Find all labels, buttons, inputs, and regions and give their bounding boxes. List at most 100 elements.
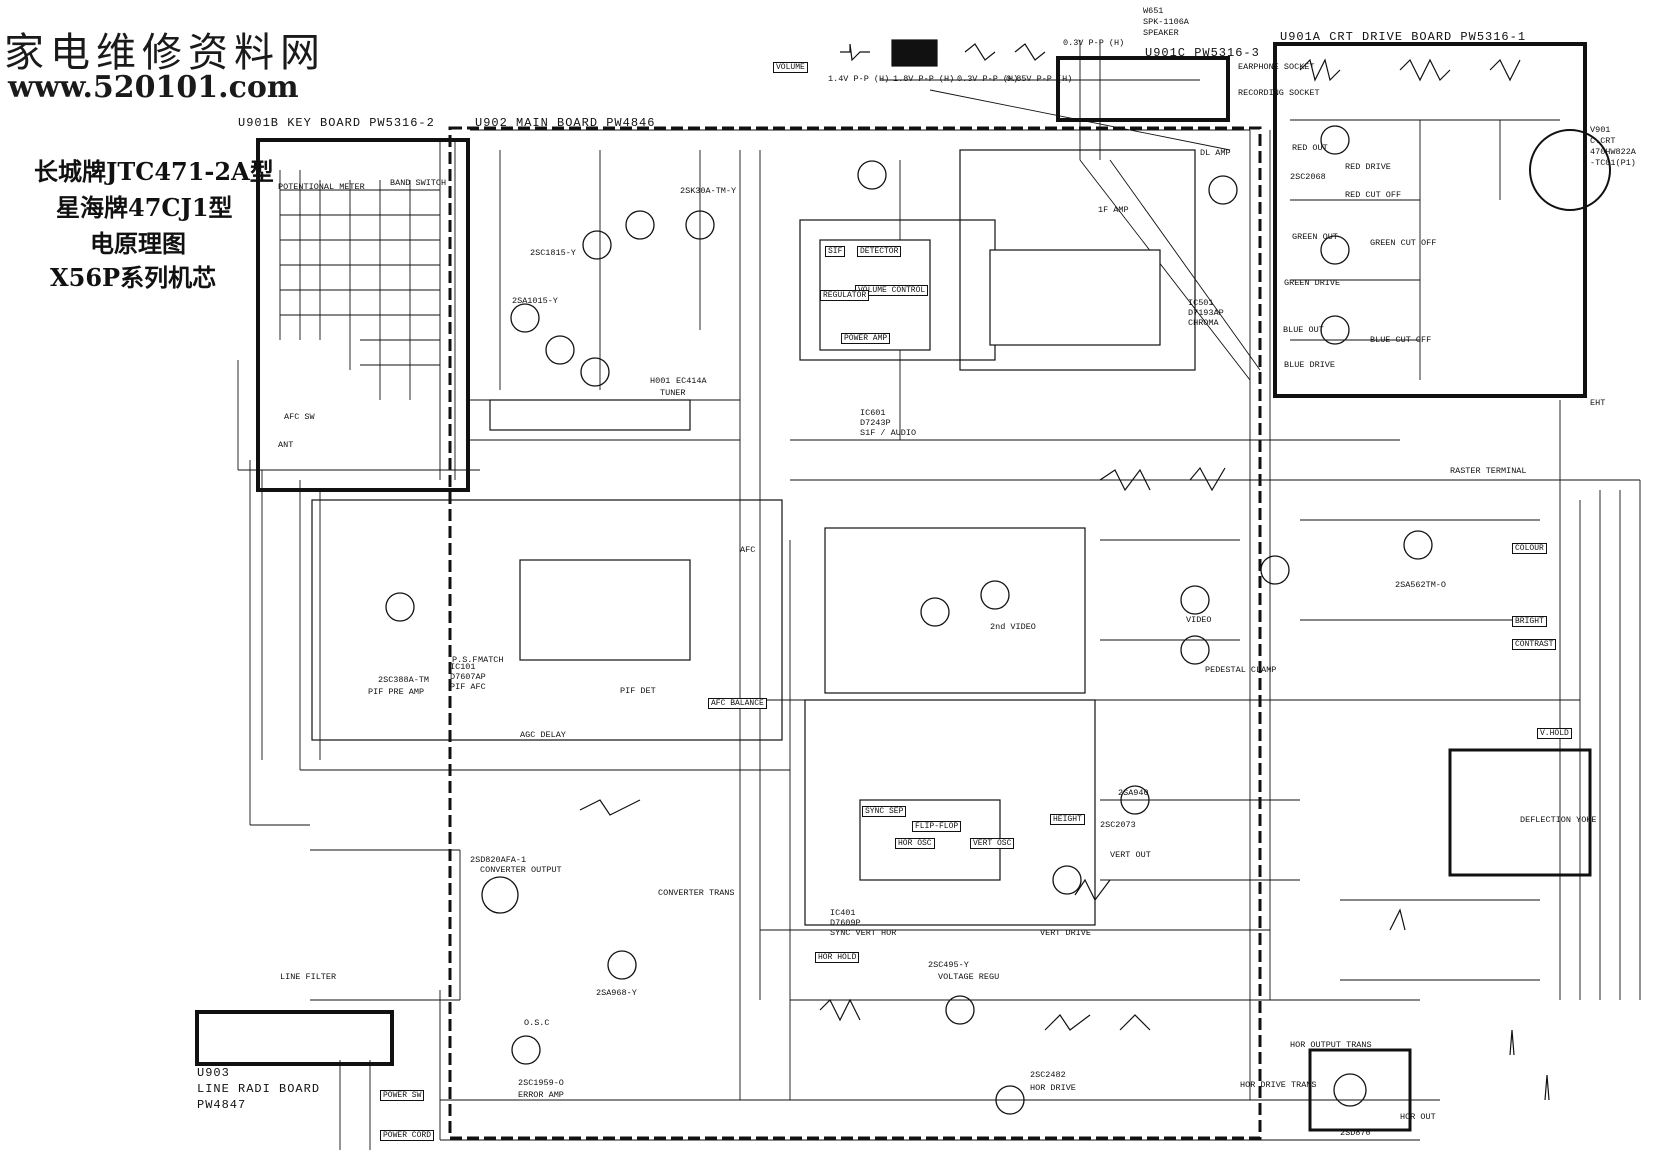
function-label: DL AMP <box>1200 148 1231 158</box>
function-label: POWER SW <box>380 1090 425 1101</box>
ic501-ref: IC501 <box>1188 298 1214 308</box>
ic101-body <box>519 559 691 661</box>
function-label: VOLTAGE REGU <box>938 972 1000 982</box>
function-label: FLIP-FLOP <box>912 821 962 832</box>
function-label: CONVERTER TRANS <box>658 888 735 898</box>
transistor-part: 2SA1015-Y <box>512 296 558 306</box>
crt-model: 470HW822A <box>1590 147 1636 157</box>
function-label: 2nd VIDEO <box>990 622 1036 632</box>
function-label: V.HOLD <box>1537 728 1572 739</box>
ic-blocks <box>489 239 1161 881</box>
function-label: GREEN CUT OFF <box>1370 238 1437 248</box>
transistor-symbols <box>385 125 1611 1115</box>
function-label: REGULATOR <box>820 290 870 301</box>
function-label: ERROR AMP <box>518 1090 564 1100</box>
transistor-part: 2SC495-Y <box>928 960 969 970</box>
video-section <box>824 527 1086 694</box>
function-label: BLUE DRIVE <box>1284 360 1336 370</box>
crt-type: -TC01(P1) <box>1590 158 1636 168</box>
recording-socket-label: RECORDING SOCKET <box>1238 88 1320 98</box>
function-label: HEIGHT <box>1050 814 1085 825</box>
function-label: VIDEO <box>1186 615 1212 625</box>
transistor-part: 2SC2482 <box>1030 1070 1066 1080</box>
crt-label: C.CRT <box>1590 136 1616 146</box>
function-label: P.S.F <box>452 655 478 665</box>
waveform-amplitude: 0.3V P-P (H) <box>1063 38 1125 48</box>
function-label: CONVERTER OUTPUT <box>480 865 562 875</box>
function-label: RED OUT <box>1292 143 1328 153</box>
eht-label: EHT <box>1590 398 1606 408</box>
function-label: LINE FILTER <box>280 972 337 982</box>
board-outlines <box>195 42 1592 1140</box>
ic501-body <box>989 249 1161 346</box>
function-label: HOR DRIVE TRANS <box>1240 1080 1317 1090</box>
waveform-amplitude: 0.85V P-P (H) <box>1006 74 1073 84</box>
function-label: HOR DRIVE <box>1030 1083 1076 1093</box>
function-label: HOR OUTPUT TRANS <box>1290 1040 1372 1050</box>
transistor-part: 2SD820AFA-1 <box>470 855 527 865</box>
speaker-label: SPEAKER <box>1143 28 1179 38</box>
tuner-body <box>489 399 691 431</box>
ic101-model: D7607AP <box>450 672 486 682</box>
key-board-label: U901B KEY BOARD PW5316-2 <box>238 116 435 130</box>
function-label: PEDESTAL CLAMP <box>1205 665 1277 675</box>
ic501-model: D7193AP <box>1188 308 1224 318</box>
function-label: CONTRAST <box>1512 639 1557 650</box>
earphone-socket-label: EARPHONE SOCKET <box>1238 62 1315 72</box>
ic101-ref: IC101 <box>450 662 476 672</box>
transistor-part: 2SD870 <box>1340 1128 1371 1138</box>
waveform-amplitude: 1.4V P-P (H) <box>828 74 890 84</box>
ic401-model: D7609P <box>830 918 861 928</box>
function-label: SIF <box>825 246 846 257</box>
function-label: MATCH <box>478 655 504 665</box>
volume-label: VOLUME <box>773 62 808 73</box>
function-label: AFC <box>740 545 756 555</box>
tuner-label: TUNER <box>660 388 686 398</box>
function-label: BLUE CUT OFF <box>1370 335 1432 345</box>
main-board-label: U902 MAIN BOARD PW4846 <box>475 116 656 130</box>
tuner-model: EC414A <box>676 376 707 386</box>
yoke-section <box>1448 748 1592 877</box>
chroma-section <box>959 149 1196 371</box>
function-label: BRIGHT <box>1512 616 1547 627</box>
key-board-outline <box>256 138 470 492</box>
function-label: GREEN OUT <box>1292 232 1338 242</box>
transistor-part: 2SC2068 <box>1290 172 1326 182</box>
pw5316-3-label: U901C PW5316-3 <box>1145 46 1260 60</box>
function-label: AFC SW <box>284 412 315 422</box>
transistor-part: 2SC1959-O <box>518 1078 564 1088</box>
function-label: GREEN DRIVE <box>1284 278 1341 288</box>
function-label: SYNC SEP <box>862 806 907 817</box>
site-watermark: 家电维修资料网 <box>4 30 326 76</box>
title-line-3: 电原理图 <box>90 229 186 258</box>
site-url: www.520101.com <box>8 70 299 105</box>
function-label: DEFLECTION YOKE <box>1520 815 1597 825</box>
function-label: RASTER TERMINAL <box>1450 466 1527 476</box>
ic401-func: SYNC VERT HOR <box>830 928 897 938</box>
function-label: POWER AMP <box>841 333 891 344</box>
function-label: VERT DRIVE <box>1040 928 1092 938</box>
transistor-part: 2SA562TM-O <box>1395 580 1447 590</box>
waveforms <box>579 39 1550 1101</box>
function-label: VERT OUT <box>1110 850 1151 860</box>
crt-drive-board-outline <box>1273 42 1587 398</box>
title-line-2: 星海牌47CJ1型 <box>56 193 233 222</box>
function-label: RED CUT OFF <box>1345 190 1402 200</box>
transistor-part: 2SC388A-TM <box>378 675 430 685</box>
ic601-ref: IC601 <box>860 408 886 418</box>
transistor-part: 2SK30A-TM-Y <box>680 186 737 196</box>
speaker-ref: W651 <box>1143 6 1164 16</box>
function-label: PIF DET <box>620 686 656 696</box>
function-label: HOR OSC <box>895 838 935 849</box>
function-label: VERT OSC <box>970 838 1015 849</box>
function-label: 1F AMP <box>1098 205 1129 215</box>
function-label: DETECTOR <box>857 246 902 257</box>
line-radi-board-id: U903 <box>197 1066 230 1080</box>
pw5316-3-outline <box>1056 56 1230 122</box>
speaker-model: SPK-1106A <box>1143 17 1189 27</box>
function-label: ANT <box>278 440 294 450</box>
function-label: HOR HOLD <box>815 952 860 963</box>
transistor-part: 2SC1815-Y <box>530 248 576 258</box>
